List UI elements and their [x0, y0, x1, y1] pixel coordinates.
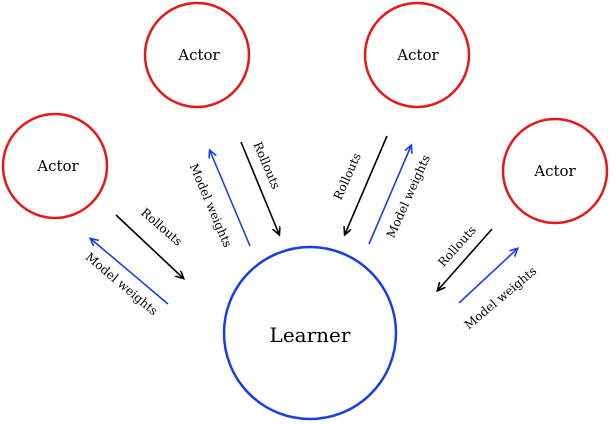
model-weights-arrow [368, 146, 411, 245]
rollouts-label: Rollouts [435, 223, 479, 269]
rollouts-arrow [438, 228, 493, 290]
actor-node-right: Actor [501, 117, 609, 225]
model-weights-arrow [210, 151, 251, 247]
actor-circle [363, 1, 471, 109]
rollouts-arrow [345, 135, 388, 234]
actor-node-left: Actor [1, 112, 109, 220]
model-weights-arrow [91, 239, 169, 305]
edge-left: Rollouts Model weights [83, 205, 185, 318]
rollouts-arrow [240, 141, 279, 234]
actor-circle [1, 112, 109, 220]
actor-circle [143, 1, 251, 109]
learner-label: Learner [270, 323, 351, 347]
model-weights-label: Model weights [187, 161, 235, 249]
model-weights-label: Model weights [384, 153, 433, 241]
model-weights-label: Model weights [83, 250, 161, 318]
actor-label: Actor [533, 162, 576, 180]
learner-node: Learner [222, 245, 398, 421]
edge-top-right: Rollouts Model weights [331, 135, 433, 245]
rollouts-label: Rollouts [331, 151, 364, 202]
actor-label: Actor [177, 46, 220, 64]
actor-node-top-left: Actor [143, 1, 251, 109]
rollouts-label: Rollouts [250, 140, 282, 191]
actor-circle [501, 117, 609, 225]
rollouts-arrow [115, 214, 183, 278]
edge-top-left: Rollouts Model weights [187, 140, 283, 250]
edge-right: Rollouts Model weights [435, 223, 539, 332]
actor-node-top-right: Actor [363, 1, 471, 109]
learner-circle [222, 245, 398, 421]
model-weights-arrow [458, 249, 517, 304]
actor-label: Actor [36, 157, 79, 175]
model-weights-label: Model weights [462, 264, 540, 332]
actor-label: Actor [396, 46, 439, 64]
